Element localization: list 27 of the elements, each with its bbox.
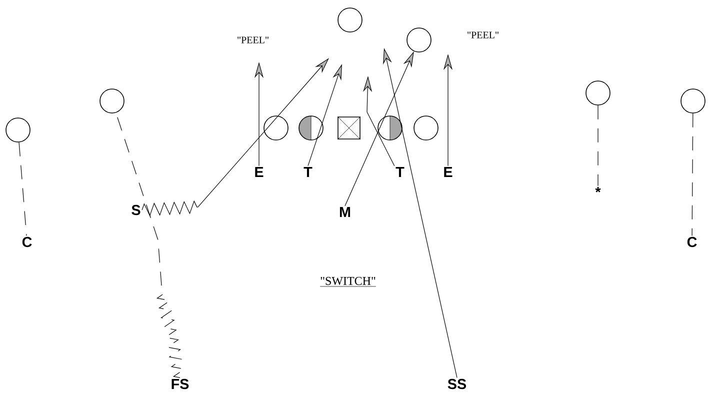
coverage-line: [18, 142, 27, 236]
player-circle: [414, 116, 438, 140]
player-letter: T: [304, 167, 312, 177]
coverage-line: [692, 113, 694, 236]
player-circle: [100, 88, 124, 114]
player-circle: [406, 28, 432, 52]
player-letter: E: [444, 167, 452, 177]
player-letter: FS: [172, 378, 189, 390]
player-letter: T: [396, 167, 404, 177]
player-letter: C: [22, 236, 32, 248]
player-letter: C: [687, 236, 697, 248]
player-letter: S: [132, 204, 140, 216]
player-circle: [586, 80, 610, 106]
player-letter: *: [595, 187, 601, 192]
call-label: "PEEL": [468, 32, 498, 38]
play-name: "SWITCH": [320, 276, 376, 287]
half-shaded-circle: [378, 116, 402, 140]
half-shaded-circle: [298, 116, 324, 140]
player-circle: [6, 118, 30, 142]
player-circle: [264, 116, 288, 140]
call-label: "PEEL": [238, 36, 268, 44]
player-letter: SS: [448, 378, 466, 390]
player-letter: E: [255, 167, 264, 177]
center-box: [337, 116, 361, 140]
player-letter: M: [340, 207, 350, 217]
player-circle: [338, 8, 362, 32]
player-circle: [680, 88, 706, 114]
